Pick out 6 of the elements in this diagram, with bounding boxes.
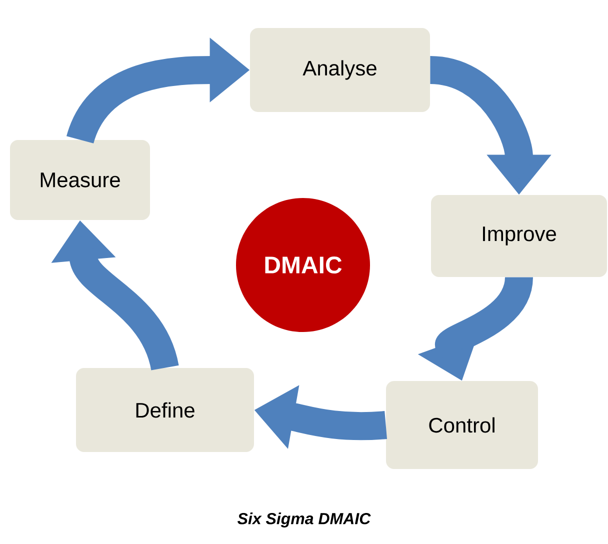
step-box: Define — [76, 368, 254, 452]
step-box: Measure — [10, 140, 150, 220]
step-box: Improve — [431, 195, 607, 277]
step-box: Analyse — [250, 28, 430, 112]
caption: Six Sigma DMAIC — [238, 512, 371, 528]
step-box: Control — [386, 381, 538, 469]
